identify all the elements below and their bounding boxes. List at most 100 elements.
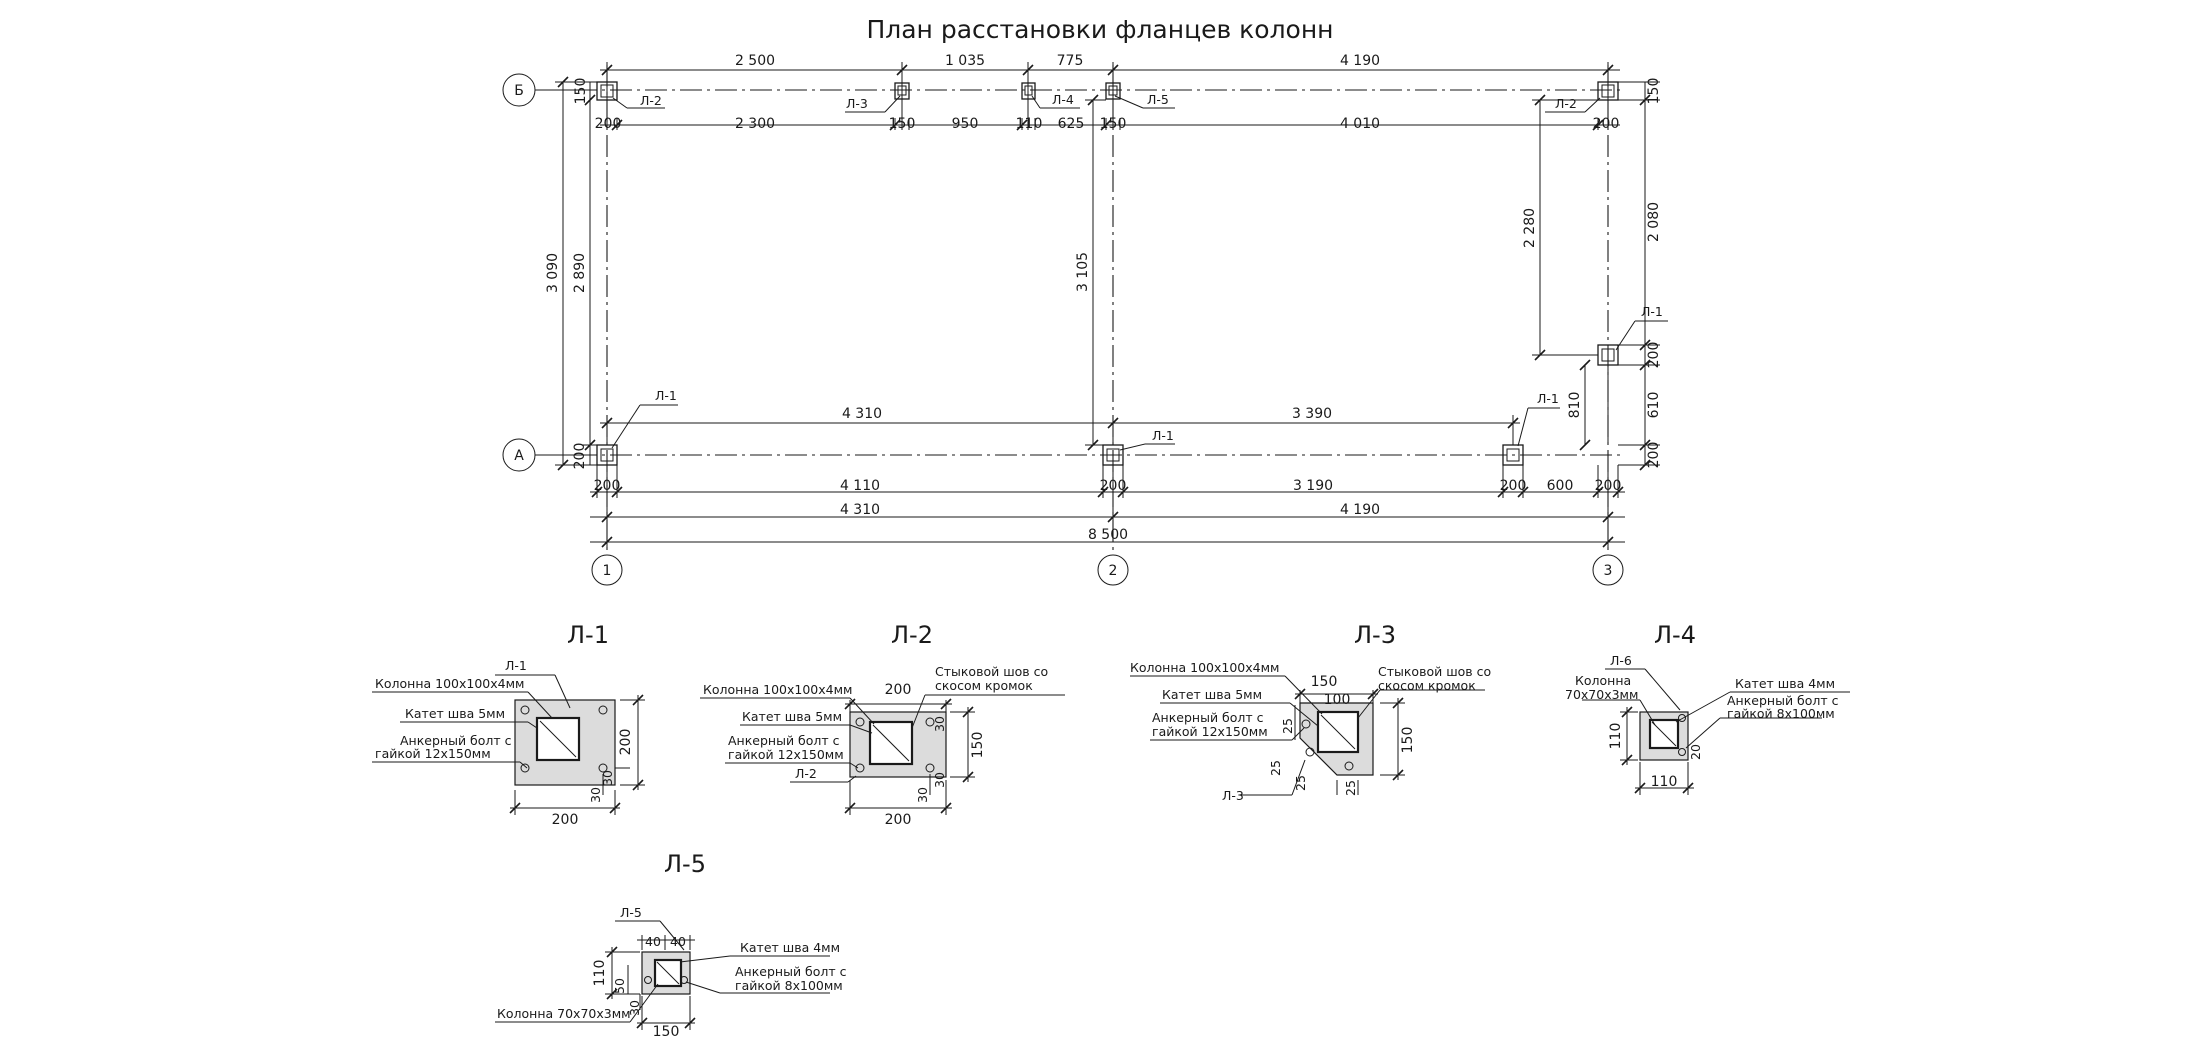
detail-l3-d25-c: 25	[1293, 775, 1308, 791]
detail-l1-column-label: Колонна 100х100х4мм	[375, 676, 524, 691]
detail-l5-column-label: Колонна 70х70х3мм	[497, 1006, 631, 1021]
detail-l2-width-bottom: 200	[885, 812, 912, 828]
detail-l3-width-100: 100	[1324, 692, 1351, 708]
detail-l4	[1582, 668, 1850, 795]
dim-bot-200d: 200	[1595, 478, 1622, 494]
dim-top2-150b: 150	[1100, 116, 1127, 132]
detail-l1-tag: Л-1	[505, 658, 527, 673]
plan-tag-l1-right: Л-1	[1537, 391, 1559, 406]
detail-l2-edge-1: 30	[932, 716, 947, 732]
dim-right-150: 150	[1646, 78, 1662, 105]
row-a-dimension-lines	[600, 415, 1520, 445]
left-dimension-lines	[555, 76, 600, 471]
dim-top2-200b: 200	[1593, 116, 1620, 132]
dim-right-2080: 2 080	[1646, 202, 1662, 242]
detail-l5-bolt-label-1: Анкерный болт с	[735, 964, 847, 979]
dim-top2-625: 625	[1058, 116, 1085, 132]
detail-l5-tag: Л-5	[620, 905, 642, 920]
top-dimension-lines	[600, 62, 1620, 131]
detail-l4-edge: 20	[1688, 744, 1703, 760]
dim-right-2280: 2 280	[1522, 208, 1538, 248]
detail-l3-d25-a: 25	[1280, 718, 1295, 734]
plan-leaders	[611, 95, 1668, 451]
dim-top-2500: 2 500	[735, 53, 775, 69]
axis-label-b: Б	[514, 83, 524, 99]
dim-bot-200b: 200	[1100, 478, 1127, 494]
dim-bot-4110: 4 110	[840, 478, 880, 494]
detail-l1-edge-2: 30	[588, 787, 603, 803]
detail-l1-width: 200	[552, 812, 579, 828]
detail-l5-bolt-label-2: гайкой 8х100мм	[735, 978, 843, 993]
detail-l1-bolt-label-2: гайкой 12х150мм	[375, 746, 491, 761]
dim-bot-600: 600	[1547, 478, 1574, 494]
bottom-dimension-lines	[590, 465, 1625, 548]
detail-l3-column-label: Колонна 100х100х4мм	[1130, 660, 1279, 675]
dim-bot-200a: 200	[594, 478, 621, 494]
detail-l5-edge-40a: 40	[645, 934, 661, 949]
detail-l3-bolt-label-2: гайкой 12х150мм	[1152, 724, 1268, 739]
detail-l2	[700, 694, 1065, 815]
grid-axes	[502, 65, 1625, 586]
detail-l5-edge-50: 50	[612, 978, 627, 994]
detail-l4-width: 110	[1651, 774, 1678, 790]
dim-bot-4190: 4 190	[1340, 502, 1380, 518]
detail-l2-bolt-label-1: Анкерный болт с	[728, 733, 840, 748]
detail-l3-width-150: 150	[1311, 674, 1338, 690]
dim-top2-4010: 4 010	[1340, 116, 1380, 132]
detail-l4-column-label-2: 70х70х3мм	[1565, 687, 1638, 702]
dim-bot-3190: 3 190	[1293, 478, 1333, 494]
dim-top-1035: 1 035	[945, 53, 985, 69]
plan-tag-l2-left: Л-2	[640, 93, 662, 108]
detail-l2-width-top: 200	[885, 682, 912, 698]
plan-tag-l5: Л-5	[1147, 92, 1169, 107]
dim-rowa-4310: 4 310	[842, 406, 882, 422]
detail-l1-edge-1: 30	[600, 770, 615, 786]
middle-dimension-lines	[1085, 94, 1660, 471]
axis-label-1: 1	[603, 563, 612, 579]
detail-l3-tag: Л-3	[1222, 788, 1244, 803]
dim-left-200: 200	[572, 443, 588, 470]
drawing-title: План расстановки фланцев колонн	[866, 15, 1333, 44]
plan-tag-l1-top: Л-1	[1641, 304, 1663, 319]
detail-l5	[495, 920, 830, 1030]
plan-tag-l4: Л-4	[1052, 92, 1074, 107]
plan-tag-l2-right: Л-2	[1555, 96, 1577, 111]
detail-l2-edge-3: 30	[915, 787, 930, 803]
detail-l3-seam-label-2: скосом кромок	[1378, 678, 1476, 693]
detail-l4-tag: Л-6	[1610, 653, 1632, 668]
detail-l5-width: 150	[653, 1024, 680, 1040]
axis-label-3: 3	[1604, 563, 1613, 579]
dim-left-150: 150	[573, 78, 589, 105]
detail-l4-title: Л-4	[1654, 621, 1696, 649]
dim-right-200a: 200	[1646, 342, 1662, 369]
dim-top2-110: 110	[1016, 116, 1043, 132]
dim-bot-4310: 4 310	[840, 502, 880, 518]
detail-l4-bolt-label-2: гайкой 8х100мм	[1727, 706, 1835, 721]
plan-flanges	[596, 81, 1619, 466]
detail-l3-d25-b: 25	[1268, 760, 1283, 776]
dim-top2-200a: 200	[595, 116, 622, 132]
detail-l3-height-150: 150	[1400, 727, 1416, 754]
detail-l5-edge-40b: 40	[670, 934, 686, 949]
axis-label-a: А	[514, 448, 524, 464]
detail-l5-edge-30: 30	[627, 1000, 642, 1016]
detail-l2-title: Л-2	[891, 621, 933, 649]
detail-l1-height: 200	[618, 729, 634, 756]
detail-l1-weld-label: Катет шва 5мм	[405, 706, 505, 721]
detail-l2-seam-label-1: Стыковой шов со	[935, 664, 1048, 679]
detail-l3-bolt-label-1: Анкерный болт с	[1152, 710, 1264, 725]
plan-tag-l3: Л-3	[846, 96, 868, 111]
detail-l1-bolt-label-1: Анкерный болт с	[400, 733, 512, 748]
dim-rowa-3390: 3 390	[1292, 406, 1332, 422]
dim-left-3090: 3 090	[545, 253, 561, 293]
detail-l5-height: 110	[592, 960, 608, 987]
detail-l3-title: Л-3	[1354, 621, 1396, 649]
dim-right-810: 810	[1567, 392, 1583, 419]
dim-mid-3105: 3 105	[1075, 252, 1091, 292]
detail-l2-height: 150	[970, 732, 986, 759]
dim-top2-150a: 150	[889, 116, 916, 132]
dim-left-2890: 2 890	[572, 253, 588, 293]
dim-right-610: 610	[1646, 392, 1662, 419]
plan-tag-l1-left: Л-1	[655, 388, 677, 403]
